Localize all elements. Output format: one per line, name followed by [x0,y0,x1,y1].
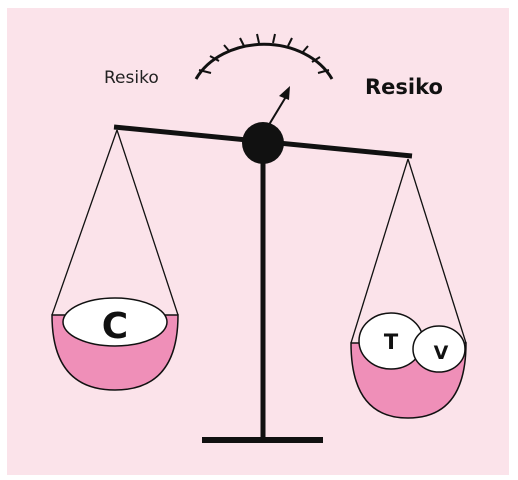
right-risk-label: Resiko [365,75,443,99]
beam-pivot [242,122,284,164]
ball-c-label: C [102,306,128,347]
left-risk-label: Resiko [104,68,159,88]
ball-v-label: V [434,342,449,364]
ball-t-label: T [384,330,399,354]
